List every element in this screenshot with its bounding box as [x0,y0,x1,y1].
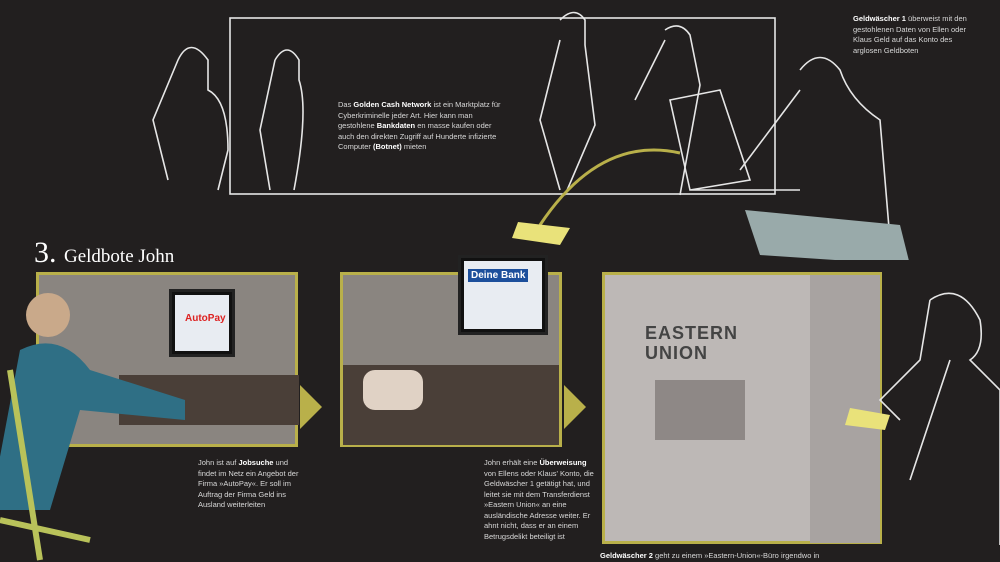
section-title: 3. Geldbote John [34,236,175,269]
laptop-sketch [669,89,800,191]
money-icon [845,408,890,430]
next-arrow [564,385,586,429]
panel1-caption: John ist auf Jobsuche und findet im Netz… [198,458,299,509]
top-sketch-illustration [152,11,909,260]
person-sketch [152,46,229,191]
network-description: Das Golden Cash Network ist ein Marktpla… [338,100,501,151]
bank-label: Deine Bank [468,269,529,282]
next-arrow [300,385,322,429]
monitor: Deine Bank [458,255,548,335]
money-icon [512,222,570,245]
panel2-caption: John erhält eine Überweisung von Ellens … [484,458,594,541]
panel3-caption: Geldwäscher 2 geht zu einem »Eastern-Uni… [600,551,820,560]
autopay-label: AutoPay [185,313,226,324]
office-window [655,380,745,440]
counter-side [810,275,880,543]
john-figure [0,293,185,561]
launderer1-sketch [739,56,891,241]
stolen-photos [745,210,909,260]
panel-transfer: Deine Bank [340,255,562,447]
flow-arrow [538,148,681,226]
launderer2-figure [845,292,1000,545]
network-frame [229,17,776,195]
monitor: AutoPay [169,289,235,357]
launderer1-description: Geldwäscher 1 überweist mit den gestohle… [853,14,967,55]
hand [363,370,423,410]
